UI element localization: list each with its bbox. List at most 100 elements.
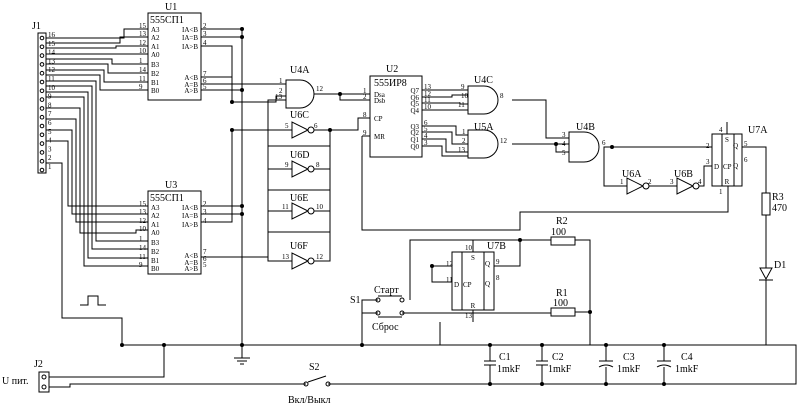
- inverter-pin: 4: [698, 178, 702, 186]
- u2-output-label: Q0: [410, 143, 419, 151]
- connector-j1: J1: [32, 21, 47, 174]
- u1-output-label: IA<B: [182, 26, 198, 34]
- junctions: [120, 27, 666, 386]
- inverter-pin: 2: [648, 178, 652, 186]
- j1-pin: [39, 44, 45, 50]
- u4b-pin: 3: [562, 131, 566, 139]
- j1-pin-number: 13: [48, 57, 56, 65]
- ground-symbol: [234, 345, 250, 365]
- c2-ref: C2: [552, 352, 564, 363]
- wires: [46, 28, 797, 388]
- u2-output-pin: 12: [424, 90, 432, 98]
- s1-start-label: Старт: [374, 285, 399, 296]
- j1-pin: [39, 141, 45, 146]
- inverter-pin: 9: [285, 161, 289, 169]
- gate-u4b: U4B: [568, 122, 600, 163]
- u1-input-label: A2: [151, 34, 160, 42]
- u3-output-label: IA<B: [182, 204, 198, 212]
- r1-ref: R1: [556, 288, 568, 299]
- u2-input-pin: 8: [363, 111, 367, 119]
- u4a-pin: 2: [279, 87, 283, 95]
- s2-label: Вкл/Выкл: [288, 395, 331, 406]
- u1-input-label: A0: [151, 51, 160, 59]
- u1-output-label: IA=B: [182, 34, 198, 42]
- u2-output-pin: 4: [424, 132, 428, 140]
- u1-input-pin: 1: [139, 57, 143, 65]
- u4a-ref: U4A: [290, 65, 310, 76]
- gate-u4c: U4C: [467, 75, 499, 115]
- u4b-ref: U4B: [576, 122, 595, 133]
- j1-pin-number: 6: [48, 119, 52, 127]
- u4c-pin: 8: [500, 92, 504, 100]
- j1-pin: [39, 106, 45, 111]
- u7b-pin: 13: [465, 312, 473, 320]
- u3-input-pin: 11: [139, 253, 146, 261]
- u4c-pin: 9: [461, 83, 465, 91]
- u7a-pin: 6: [744, 156, 748, 164]
- u2-output-pin: 13: [424, 83, 432, 91]
- u7b-pin: 12: [446, 260, 454, 268]
- j1-pin-number: 3: [48, 145, 52, 153]
- pin-labels: 16151413121110987654321A315A213A112A010B…: [48, 22, 748, 320]
- inverter-pin: 1: [620, 178, 624, 186]
- u2-input-pin: 9: [363, 129, 367, 137]
- u3-input-pin: 10: [139, 225, 147, 233]
- u4a-pin: 1: [279, 77, 283, 85]
- u3-input-label: A3: [151, 204, 160, 212]
- d1-ref: D1: [774, 260, 786, 271]
- u2-input-label: Dsb: [374, 97, 386, 105]
- j1-pin: [39, 114, 45, 120]
- inverter-u6b: U6B: [674, 169, 700, 195]
- j1-pin-number: 4: [48, 137, 52, 145]
- u6b-ref: U6B: [674, 169, 693, 180]
- u7a-qn-label: Q: [733, 162, 738, 170]
- u6d-ref: U6D: [290, 150, 309, 161]
- u1-ref: U1: [165, 2, 177, 13]
- u3-input-label: A1: [151, 221, 160, 229]
- u2-input-label: CP: [374, 115, 383, 123]
- u7a-q-label: Q: [733, 142, 738, 150]
- j1-pin: [39, 35, 45, 41]
- u3-input-label: B3: [151, 239, 160, 247]
- u1-output-label: IA>B: [182, 43, 198, 51]
- j1-pin-number: 5: [48, 128, 52, 136]
- j2-ref: J2: [34, 359, 43, 370]
- u3-output-pin: 4: [203, 217, 207, 225]
- u3-output-label: IA=B: [182, 212, 198, 220]
- u3-input-pin: 14: [139, 244, 147, 252]
- u1-input-label: B0: [151, 87, 160, 95]
- u5a-pin: 2: [462, 137, 466, 145]
- u4b-pin: 4: [562, 140, 566, 148]
- j1-pin-number: 2: [48, 154, 52, 162]
- u1-input-label: A3: [151, 26, 160, 34]
- u7b-pin: 8: [496, 274, 500, 282]
- u2-output-pin: 6: [424, 119, 428, 127]
- u2-output-label: Q5: [410, 100, 419, 108]
- u2-part: 555ИР8: [374, 78, 407, 89]
- u7b-pin: 11: [446, 276, 453, 284]
- resistor-r1: R1 100: [550, 288, 576, 317]
- u3-output-label: A>B: [184, 265, 198, 273]
- u1-part: 555СП1: [150, 15, 184, 26]
- capacitor-c2: C2 1mkF: [536, 352, 572, 375]
- u3-input-label: B1: [151, 257, 160, 265]
- u6e-ref: U6E: [290, 193, 308, 204]
- u3-input-pin: 1: [139, 235, 143, 243]
- s1-reset-label: Сброс: [372, 322, 399, 333]
- j1-ref: J1: [32, 21, 41, 32]
- ic-u2: U2 555ИР8: [369, 64, 423, 158]
- u3-ref: U3: [165, 180, 177, 191]
- j1-pin: [39, 132, 45, 138]
- u4b-pin: 6: [602, 139, 606, 147]
- u2-output-pin: 3: [424, 139, 428, 147]
- c3-ref: C3: [623, 352, 635, 363]
- j1-pin-number: 12: [48, 66, 56, 74]
- u2-input-pin: 2: [363, 93, 367, 101]
- u1-input-label: A1: [151, 43, 160, 51]
- flipflop-u7b: U7B: [451, 241, 506, 311]
- c4-value: 1mkF: [675, 364, 699, 375]
- j2-label: U пит.: [2, 376, 29, 387]
- j1-pin-number: 14: [48, 49, 56, 57]
- u2-input-pin: 1: [363, 87, 367, 95]
